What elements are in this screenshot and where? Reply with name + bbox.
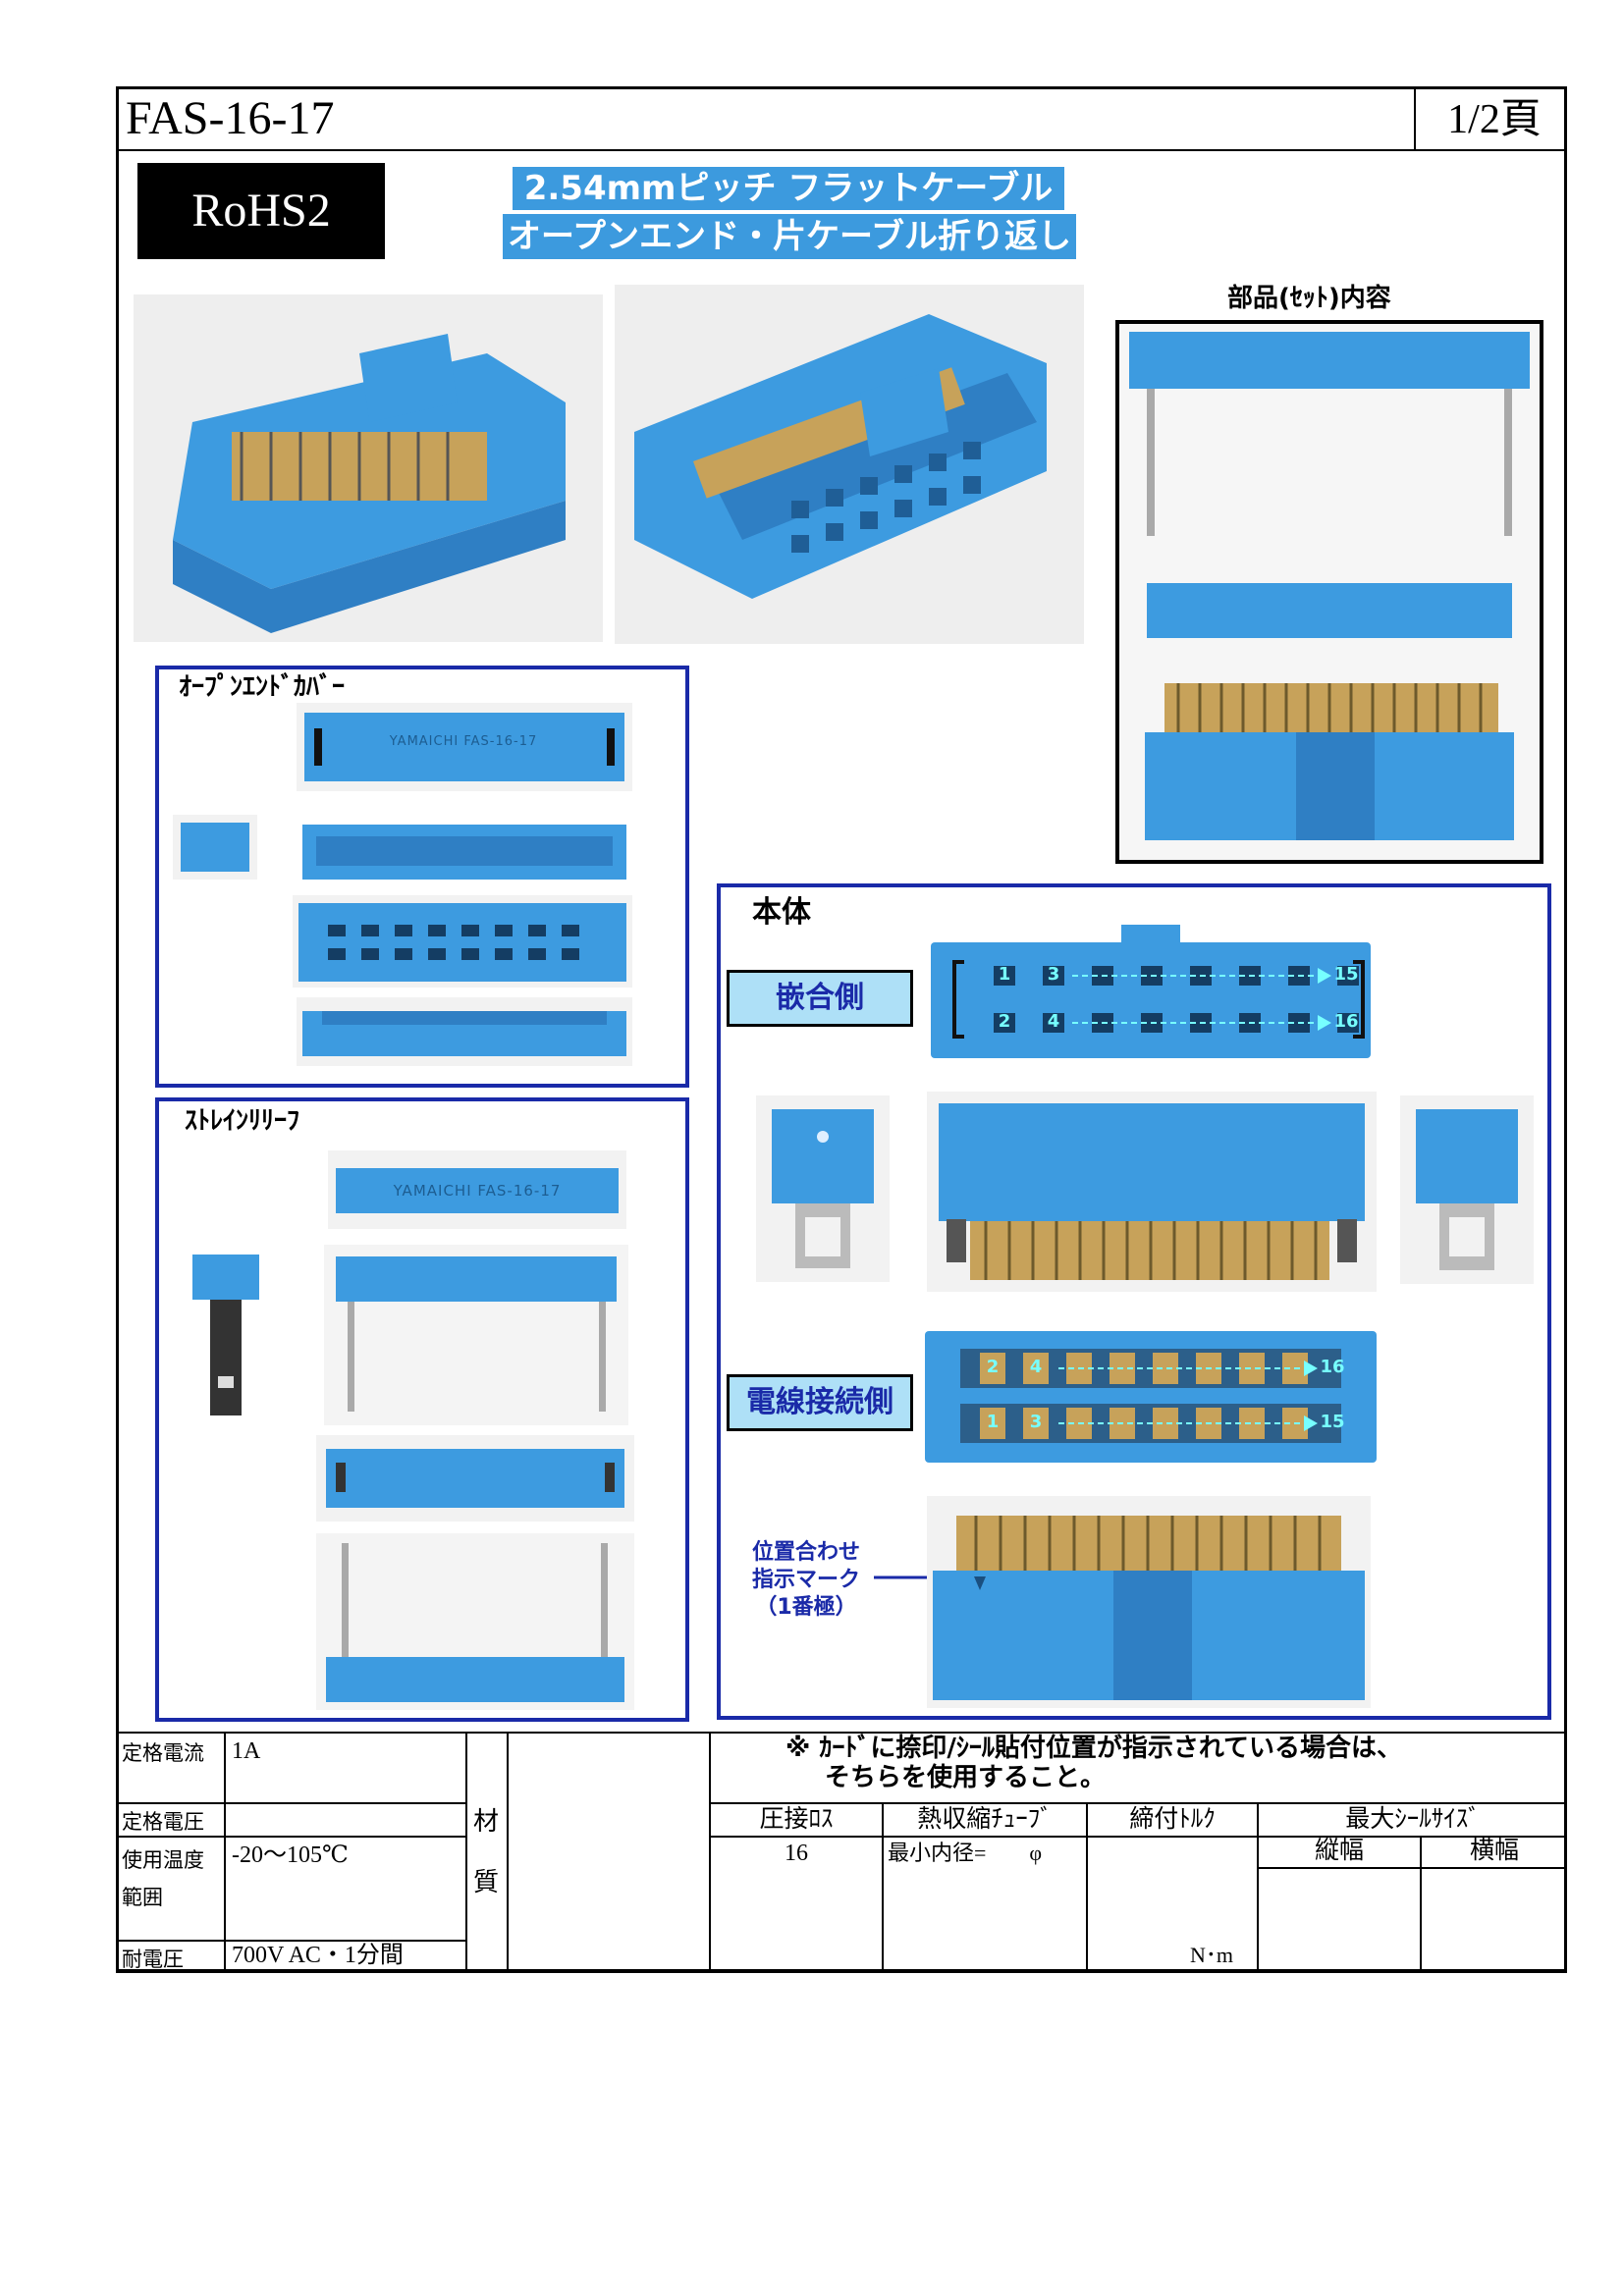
- table-seal-subheader-line: [1257, 1867, 1567, 1869]
- table-right-vertical-1: [882, 1802, 884, 1973]
- table-row-line-left-2: [116, 1836, 465, 1838]
- open-end-cover-side-photo: [173, 815, 257, 880]
- material-label-1: 材: [473, 1807, 500, 1836]
- header-heat-shrink-tube: 熱収縮ﾁｭｰﾌﾞ: [917, 1806, 1053, 1833]
- value-press-loss: 16: [785, 1841, 808, 1866]
- page-number: 1/2頁: [1447, 97, 1542, 142]
- table-header-line-right: [709, 1802, 1567, 1804]
- spec-label-operating-temp: 使用温度 範囲: [122, 1848, 204, 1909]
- header-press-loss: 圧接ﾛｽ: [759, 1806, 834, 1833]
- mating-top-pin-15: 15: [1333, 964, 1359, 985]
- body-bottom-photo: [927, 1496, 1371, 1708]
- wire-bottom-pin-15: 15: [1320, 1412, 1345, 1432]
- wire-top-pin-4: 4: [1029, 1357, 1043, 1377]
- mating-face-photo: 1 3 15 2 4 16: [925, 923, 1377, 1062]
- body-label: 本体: [752, 895, 811, 930]
- alignment-mark-text-2: 指示マーク: [751, 1568, 860, 1592]
- open-end-cover-top-photo: YAMAICHI FAS-16-17: [297, 703, 632, 791]
- open-end-cover-box: [155, 666, 689, 1088]
- open-end-cover-front-photo: [297, 811, 632, 889]
- mating-top-pin-1: 1: [998, 964, 1011, 985]
- strain-relief-box: [155, 1097, 689, 1722]
- parts-set-label: 部品(ｾｯﾄ)内容: [1227, 284, 1391, 313]
- body-left-side-photo: [756, 1095, 890, 1282]
- rohs-badge: RoHS2: [137, 163, 385, 259]
- header-seal-height: 縦幅: [1314, 1838, 1364, 1864]
- strain-relief-top-photo: YAMAICHI FAS-16-17: [328, 1150, 626, 1229]
- note-line-1: ※ ｶｰﾄﾞに捺印/ｼｰﾙ貼付位置が指示されている場合は、: [785, 1734, 1403, 1763]
- wire-face-photo: 2 4 16 1 3 15: [921, 1325, 1380, 1468]
- spec-label-withstand-voltage: 耐電圧: [122, 1948, 184, 1971]
- title-line-1: 2.54mmピッチ フラットケーブル: [513, 167, 1064, 210]
- table-left-vertical-2: [465, 1732, 467, 1973]
- table-bottom-line: [116, 1969, 1567, 1973]
- open-end-cover-label: ｵｰﾌﾟﾝｴﾝﾄﾞｶﾊﾞｰ: [179, 672, 346, 702]
- table-right-vertical-3: [1257, 1802, 1259, 1973]
- table-left-vertical-1: [224, 1732, 226, 1973]
- wire-top-pin-2: 2: [986, 1357, 1000, 1377]
- spec-label-rated-current: 定格電流: [122, 1741, 204, 1765]
- title-line-2: オープンエンド・片ケーブル折り返し: [503, 214, 1076, 259]
- table-subheader-line-right: [709, 1836, 1567, 1838]
- material-label-2: 質: [473, 1868, 500, 1896]
- open-end-cover-engraving: YAMAICHI FAS-16-17: [389, 734, 538, 749]
- note-line-2: そちらを使用すること。: [825, 1763, 1107, 1792]
- alignment-mark-text-3: （1番極）: [755, 1595, 857, 1620]
- strain-relief-label: ｽﾄﾚｲﾝﾘﾘｰﾌ: [185, 1106, 300, 1136]
- table-row-line-left-3: [116, 1940, 465, 1942]
- wire-side-label: 電線接続側: [727, 1374, 913, 1431]
- table-row-line-left-1: [116, 1802, 465, 1804]
- strain-relief-edge-photo: [316, 1435, 634, 1522]
- table-right-vertical-2: [1086, 1802, 1088, 1973]
- table-mid-vertical: [709, 1732, 711, 1973]
- header-seal-width: 横幅: [1469, 1838, 1519, 1864]
- table-seal-vertical: [1420, 1836, 1422, 1973]
- page-box-divider: [1414, 86, 1416, 151]
- body-right-side-photo: [1400, 1095, 1534, 1284]
- spec-label-rated-voltage: 定格電圧: [122, 1810, 204, 1834]
- spec-value-operating-temp: -20～105℃: [232, 1842, 349, 1868]
- value-heat-shrink-tube: 最小内径= φ: [888, 1841, 1043, 1865]
- header-row: [116, 86, 1567, 151]
- strain-relief-side-photo: [185, 1247, 267, 1421]
- wire-bottom-pin-1: 1: [986, 1412, 1000, 1432]
- strain-relief-bottom-photo: [316, 1533, 634, 1710]
- model-number: FAS-16-17: [126, 92, 335, 144]
- alignment-mark-text-1: 位置合わせ: [751, 1540, 860, 1565]
- mating-top-pin-3: 3: [1047, 964, 1060, 985]
- wire-top-pin-16: 16: [1320, 1357, 1345, 1377]
- body-front-photo: [927, 1092, 1377, 1292]
- mating-bottom-pin-16: 16: [1333, 1011, 1359, 1032]
- parts-set-box: [1115, 320, 1543, 864]
- product-photo-angle-2: [615, 285, 1084, 644]
- table-top-line: [116, 1732, 1567, 1734]
- wire-bottom-pin-3: 3: [1029, 1412, 1043, 1432]
- header-max-seal-size: 最大ｼｰﾙｻｲｽﾞ: [1345, 1806, 1481, 1833]
- spec-value-rated-current: 1A: [232, 1738, 261, 1764]
- open-end-cover-bottom-photo: [293, 895, 632, 988]
- header-torque: 締付ﾄﾙｸ: [1129, 1806, 1216, 1833]
- table-material-vertical: [507, 1732, 509, 1973]
- strain-relief-engraving: YAMAICHI FAS-16-17: [393, 1182, 562, 1200]
- mating-bottom-pin-2: 2: [998, 1011, 1011, 1032]
- strain-relief-front-photo: [324, 1245, 628, 1425]
- open-end-cover-edge-photo: [297, 997, 632, 1066]
- value-torque-unit: N･m: [1190, 1943, 1234, 1967]
- spec-value-withstand-voltage: 700V AC・1分間: [232, 1943, 404, 1968]
- mating-side-label: 嵌合側: [727, 970, 913, 1027]
- mating-bottom-pin-4: 4: [1047, 1011, 1060, 1032]
- body-box: [717, 883, 1551, 1720]
- product-photo-angle-1: [134, 294, 603, 642]
